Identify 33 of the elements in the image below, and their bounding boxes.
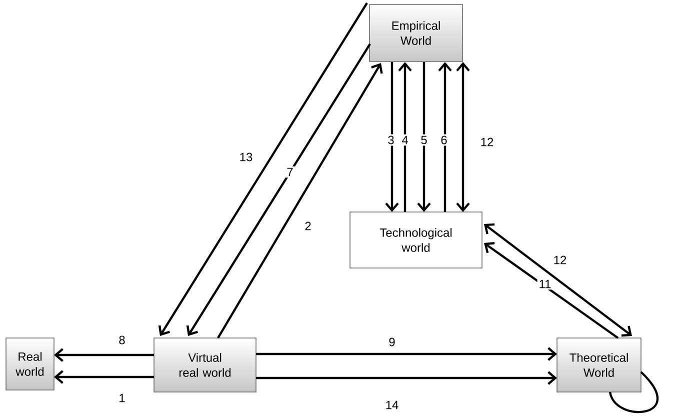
edge-label: 12 bbox=[552, 254, 568, 266]
edge-label: 9 bbox=[387, 336, 397, 348]
edge-label: 11 bbox=[537, 278, 553, 290]
world-box: Technological world bbox=[350, 212, 482, 268]
arrow bbox=[158, 2, 368, 336]
arrow bbox=[217, 63, 383, 339]
edge-label: 5 bbox=[419, 134, 429, 146]
arrow bbox=[54, 370, 154, 384]
edge-label: 4 bbox=[400, 134, 410, 146]
edge-label: 8 bbox=[117, 334, 127, 346]
arrow bbox=[456, 62, 470, 212]
arrow bbox=[438, 62, 452, 212]
world-box: Real world bbox=[6, 338, 54, 390]
edge-label: 14 bbox=[384, 399, 400, 411]
edge-label: 1 bbox=[117, 392, 127, 404]
arrow bbox=[256, 371, 557, 385]
arrow bbox=[385, 62, 399, 212]
arrow bbox=[398, 62, 412, 212]
edge-label: 3 bbox=[386, 134, 396, 146]
world-box: Virtual real world bbox=[154, 338, 256, 392]
arrow bbox=[256, 347, 557, 361]
arrow bbox=[54, 348, 154, 362]
edge-label: 7 bbox=[285, 166, 295, 178]
edge-label: 12 bbox=[478, 136, 496, 148]
arrow bbox=[484, 223, 632, 337]
edge-label: 2 bbox=[303, 220, 313, 232]
world-box: Theoretical World bbox=[556, 338, 642, 392]
arrow bbox=[417, 62, 431, 212]
world-box: Empirical World bbox=[369, 4, 463, 62]
edge-label: 6 bbox=[439, 134, 449, 146]
arrow bbox=[484, 242, 619, 339]
arrow bbox=[186, 43, 371, 336]
edge-label: 13 bbox=[238, 151, 254, 163]
